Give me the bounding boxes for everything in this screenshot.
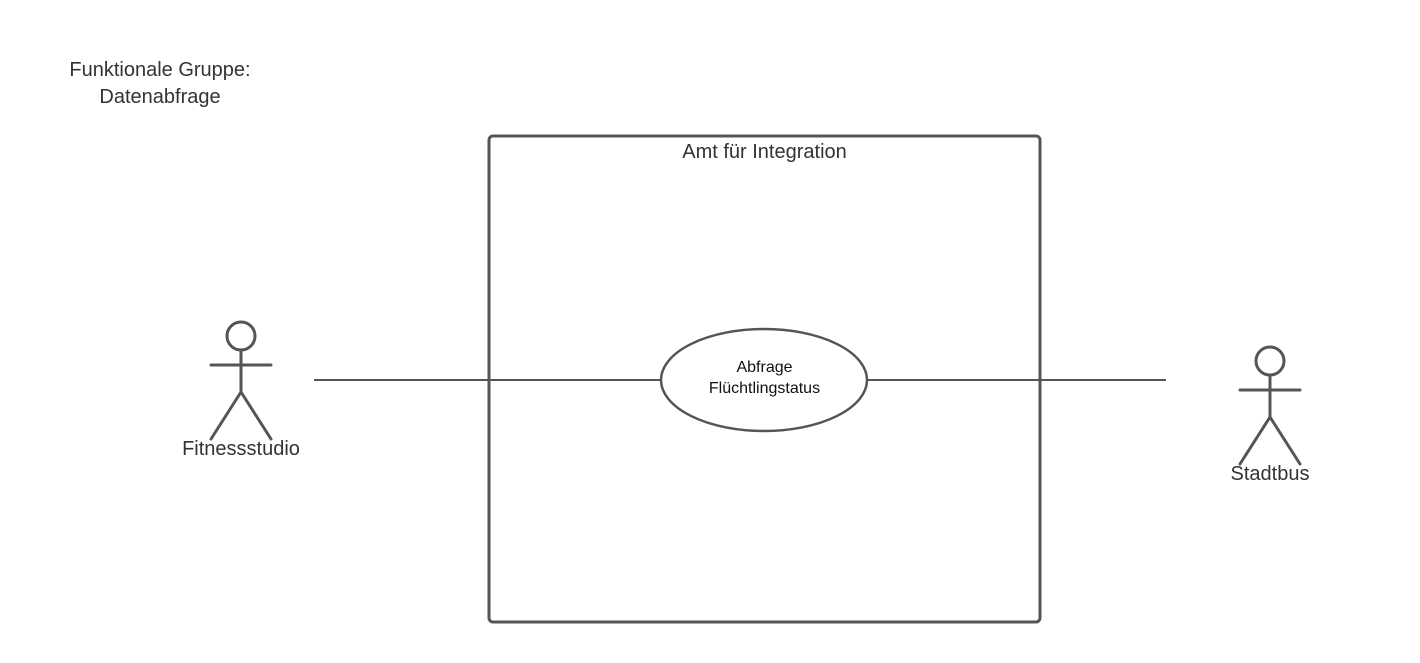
functional-group-name: Datenabfrage [99, 86, 221, 108]
usecase-ellipse [659, 327, 869, 433]
usecase-label-line1: Abfrage [736, 359, 793, 376]
usecase-label: Abfrage Flüchtlingstatus [662, 357, 867, 399]
actor-left-label: Fitnessstudio [182, 438, 300, 460]
usecase-label-line2: Flüchtlingstatus [708, 380, 821, 397]
functional-group-label: Funktionale Gruppe: [69, 59, 251, 81]
system-title: Amt für Integration [682, 141, 847, 163]
actor-right-label: Stadtbus [1230, 463, 1310, 485]
actor-left-icon [209, 320, 273, 441]
actor-right-icon [1238, 345, 1302, 466]
functional-group-title: Funktionale Gruppe: Datenabfrage [40, 57, 280, 111]
